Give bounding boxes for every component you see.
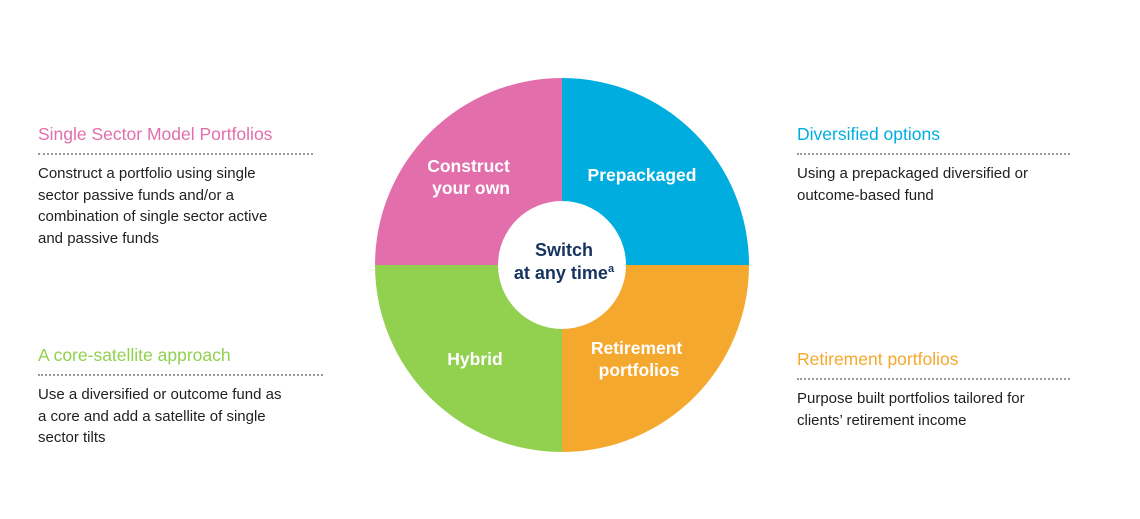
description-line: Purpose built portfolios tailored for [797, 390, 1025, 407]
quadrant-label-construct: Construct your own [427, 156, 515, 198]
description-line: Construct a portfolio using single [38, 165, 256, 182]
quadrant-label-hybrid: Hybrid [447, 349, 502, 369]
quadrant-prepackaged [562, 78, 749, 265]
diversified-panel: Diversified options Using a prepackaged … [797, 123, 1070, 206]
description-line: a core and add a satellite of single [38, 407, 266, 425]
description-line: combination of single sector active [38, 208, 268, 225]
retirement-title: Retirement portfolios [797, 349, 959, 369]
description-line: Using a prepackaged diversified or [797, 165, 1028, 182]
description-line: sector tilts [38, 429, 106, 446]
single-sector-description: Construct a portfolio using single secto… [38, 163, 313, 249]
single-sector-panel: Single Sector Model Portfolios Construct… [38, 123, 313, 249]
retirement-panel: Retirement portfolios Purpose built port… [797, 348, 1070, 431]
retirement-divider [797, 378, 1070, 380]
portfolio-wheel: Construct your own Prepackaged Hybrid Re… [375, 78, 749, 452]
description-line: Use a diversified or outcome fund as [38, 386, 282, 403]
center-label-line2: at any timea [514, 263, 615, 283]
description-line: clients’ retirement income [797, 411, 967, 429]
description-line: sector passive funds and/or a [38, 186, 234, 204]
core-satellite-divider [38, 374, 323, 376]
diversified-divider [797, 153, 1070, 155]
quadrant-construct-your-own [375, 78, 562, 265]
retirement-description: Purpose built portfolios tailored for cl… [797, 388, 1070, 431]
diversified-description: Using a prepackaged diversified or outco… [797, 163, 1070, 206]
footnote-marker: a [608, 263, 615, 275]
core-satellite-panel: A core-satellite approach Use a diversif… [38, 344, 323, 449]
description-line: and passive funds [38, 229, 159, 247]
core-satellite-description: Use a diversified or outcome fund as a c… [38, 384, 323, 449]
core-satellite-title: A core-satellite approach [38, 345, 231, 365]
quadrant-hybrid [375, 265, 562, 452]
center-label-text: at any time [514, 263, 608, 283]
quadrant-retirement-portfolios [562, 265, 749, 452]
single-sector-divider [38, 153, 313, 155]
quadrant-label-retirement: Retirement portfolios [591, 338, 687, 380]
diversified-title: Diversified options [797, 124, 940, 144]
center-hub [498, 201, 626, 329]
center-label-line1: Switch [535, 240, 593, 260]
quadrant-label-prepackaged: Prepackaged [588, 165, 697, 185]
single-sector-title: Single Sector Model Portfolios [38, 124, 273, 144]
description-line: outcome-based fund [797, 186, 934, 204]
